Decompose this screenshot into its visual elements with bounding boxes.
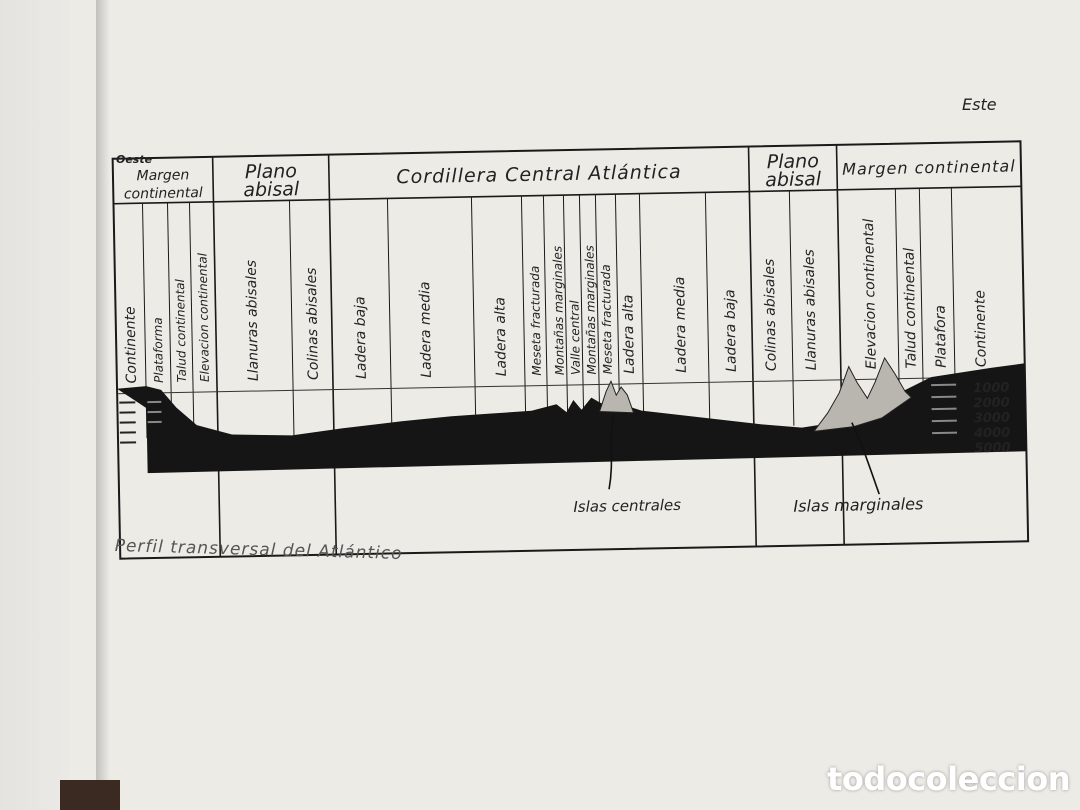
marginal-islands bbox=[812, 356, 913, 432]
feature-label: Ladera baja bbox=[352, 296, 370, 379]
feature-label: Continente bbox=[972, 290, 989, 367]
feature-column-line bbox=[578, 194, 585, 430]
west-label: Oeste bbox=[116, 153, 153, 166]
feature-column-line bbox=[562, 195, 569, 431]
depth-label-3000: 3000 bbox=[974, 411, 1010, 427]
watermark-logo: todocoleccion bbox=[827, 760, 1070, 798]
feature-label: Llanuras abisales bbox=[801, 249, 819, 370]
feature-column-line bbox=[836, 189, 843, 425]
feature-column-line bbox=[748, 191, 755, 427]
depth-label-2000: 2000 bbox=[973, 396, 1009, 412]
header-divider bbox=[113, 185, 1022, 205]
diagram-frame bbox=[111, 140, 1030, 560]
depth-label-4000: 4000 bbox=[973, 426, 1010, 442]
region-label: Cordillera Central Atlántica bbox=[396, 161, 682, 188]
feature-label: Colinas abisales bbox=[304, 267, 322, 380]
west-depth-ticks bbox=[119, 400, 162, 444]
feature-column-line bbox=[704, 192, 711, 428]
feature-label: Llanuras abisales bbox=[244, 260, 262, 381]
feature-label: Platafora bbox=[933, 305, 950, 368]
feature-label: Ladera alta bbox=[620, 295, 638, 374]
feature-label: Montañas marginales bbox=[550, 246, 566, 375]
feature-column-lines bbox=[141, 187, 957, 439]
feature-label: Elevacion continental bbox=[195, 252, 211, 382]
feature-label: Elevacion continental bbox=[861, 218, 880, 369]
region-label: abisal bbox=[243, 178, 300, 201]
feature-label: Montañas marginales bbox=[582, 245, 598, 374]
feature-column-line bbox=[188, 202, 195, 438]
feature-column-line bbox=[288, 200, 295, 436]
feature-column-line bbox=[542, 195, 549, 431]
central-islands bbox=[598, 379, 635, 414]
feature-label: Meseta fracturada bbox=[528, 266, 544, 376]
book-cover-edge bbox=[60, 780, 120, 810]
region-label: Plano bbox=[767, 150, 819, 173]
feature-column-line bbox=[166, 202, 173, 438]
region-label: Margen continental bbox=[842, 156, 1016, 178]
feature-column-line bbox=[520, 195, 527, 431]
marginal-islands-label: Islas marginales bbox=[793, 494, 923, 515]
feature-column-line bbox=[638, 193, 645, 429]
region-label: Margen bbox=[136, 167, 189, 184]
marginal-islands-callout-line bbox=[851, 422, 880, 495]
feature-label: Plataforma bbox=[151, 317, 166, 383]
feature-label: Colinas abisales bbox=[762, 259, 780, 372]
east-depth-ticks bbox=[931, 383, 958, 435]
central-islands-callout-line bbox=[608, 414, 615, 490]
feature-label: Valle central bbox=[567, 300, 582, 375]
page-fold-shadow bbox=[96, 0, 110, 810]
feature-labels: Continente Plataforma Talud continental Ele… bbox=[122, 218, 989, 383]
feature-label: Talud continental bbox=[901, 248, 919, 369]
feature-label: Continente bbox=[122, 306, 139, 383]
feature-label: Ladera alta bbox=[492, 297, 510, 376]
feature-label: Ladera media bbox=[672, 276, 690, 373]
east-label: Este bbox=[962, 95, 997, 114]
region-label: Plano bbox=[245, 160, 297, 183]
sea-level-line bbox=[117, 375, 1025, 395]
feature-column-line bbox=[386, 198, 393, 434]
seafloor-profile bbox=[117, 363, 1027, 474]
feature-column-line bbox=[328, 199, 335, 435]
region-label: abisal bbox=[765, 168, 822, 191]
depth-label-1000: 1000 bbox=[973, 381, 1009, 397]
feature-column-line bbox=[594, 194, 601, 430]
depth-label-5000: 5000 bbox=[974, 441, 1010, 457]
feature-label: Meseta fracturada bbox=[599, 264, 615, 374]
feature-label: Talud continental bbox=[173, 278, 189, 382]
central-islands-label: Islas centrales bbox=[573, 496, 681, 516]
feature-column-line bbox=[788, 190, 795, 426]
feature-label: Ladera baja bbox=[722, 289, 740, 372]
feature-column-line bbox=[470, 196, 477, 432]
feature-label: Ladera media bbox=[417, 281, 435, 378]
region-label: continental bbox=[124, 185, 203, 203]
feature-column-line bbox=[212, 201, 219, 437]
